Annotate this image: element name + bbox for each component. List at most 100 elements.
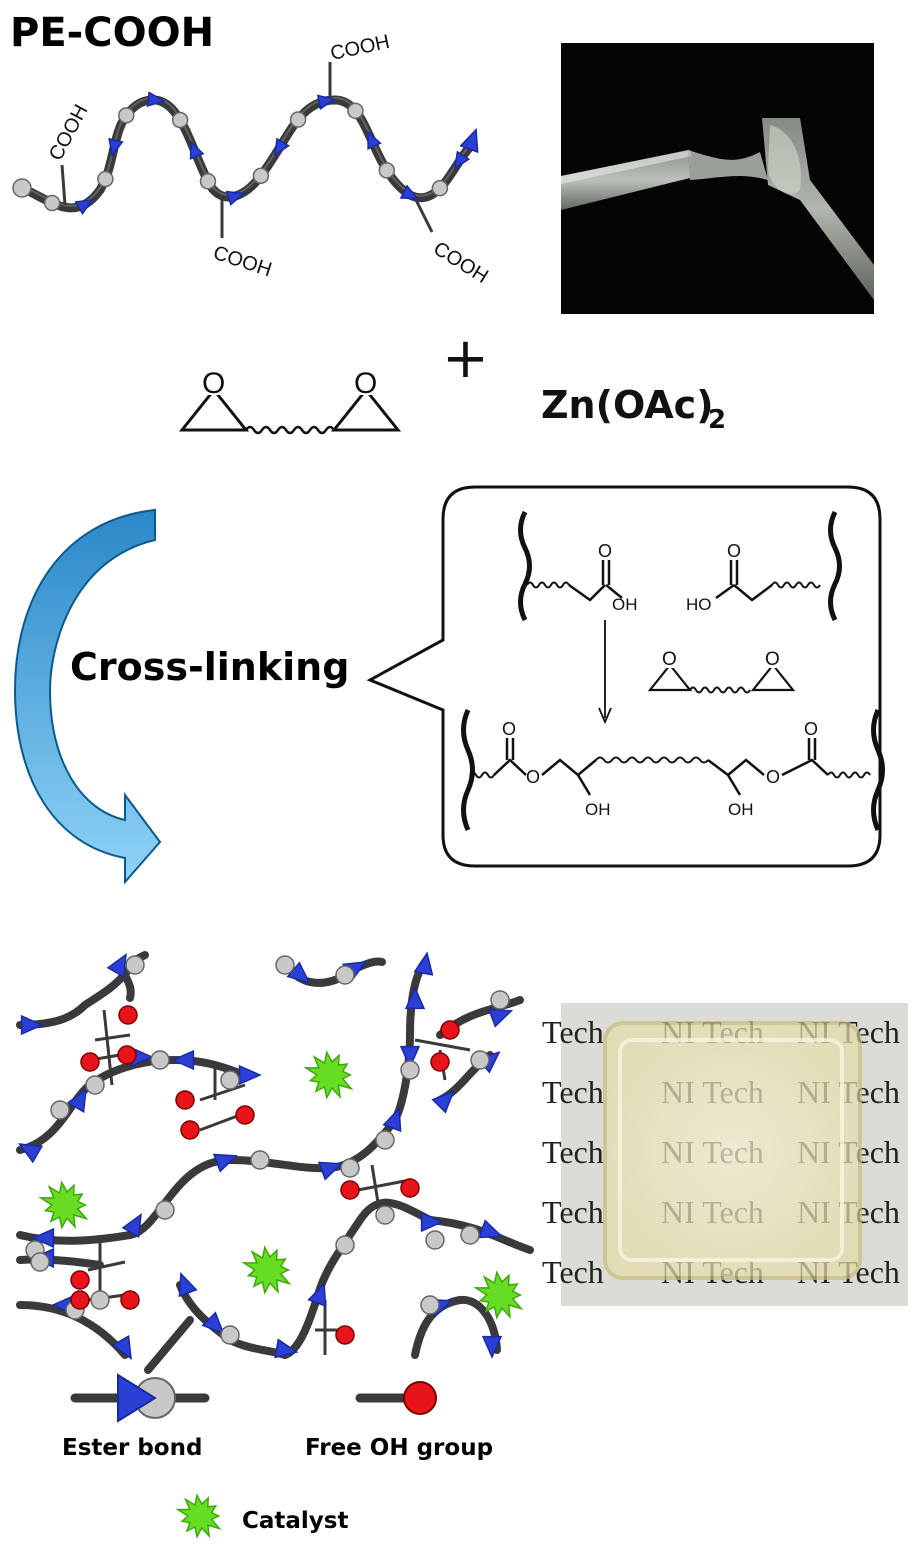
ester-bead	[90, 1290, 110, 1310]
ester-bead	[431, 179, 449, 197]
ester-arrowhead	[317, 1161, 344, 1181]
ester-bead	[220, 1070, 240, 1090]
free-oh-dot	[400, 1178, 420, 1198]
ester-bead	[150, 1050, 170, 1070]
ester-bead	[460, 1225, 480, 1245]
mech-oxygen: O	[727, 541, 741, 561]
epoxide-oxygen: O	[354, 367, 377, 400]
ester-arrowhead	[477, 1219, 504, 1239]
ester-bead	[171, 111, 189, 129]
photo-watermark-text: Tech	[542, 1254, 604, 1290]
ester-bead	[275, 955, 295, 975]
cooh-branch	[413, 197, 434, 233]
ester-arrowhead	[273, 137, 290, 157]
ester-arrowhead	[106, 952, 127, 979]
ester-arrowhead	[413, 951, 434, 976]
process-arrow	[13, 508, 162, 885]
ester-bead	[50, 1100, 70, 1120]
catalyst-burst	[473, 1270, 524, 1320]
mech-oxygen: O	[526, 767, 540, 787]
ester-bead	[125, 955, 145, 975]
ester-arrowhead	[189, 140, 205, 160]
ester-arrowhead	[274, 1338, 299, 1359]
ester-bead	[400, 1060, 420, 1080]
ester-arrowhead	[399, 1045, 421, 1069]
ester-bead	[220, 1325, 240, 1345]
ester-arrowhead	[382, 1106, 402, 1133]
free-oh-dot	[440, 1020, 460, 1040]
legend-oh-symbol	[355, 1381, 437, 1415]
catalyst-burst	[303, 1050, 354, 1100]
cooh-branch	[60, 164, 67, 206]
catalyst-burst-icon	[175, 1493, 222, 1539]
legend: Ester bond Free OH group Catalyst	[62, 1373, 493, 1539]
ester-arrowhead	[121, 1212, 142, 1239]
ester-arrowhead	[481, 1335, 503, 1359]
ester-arrowhead	[171, 1049, 195, 1071]
photo-watermark-text: Tech	[542, 1134, 604, 1170]
zn-oac-formula: Zn(OAc)	[541, 383, 714, 427]
photo-watermark-text: Tech	[542, 1194, 604, 1230]
ester-arrowhead	[453, 150, 471, 170]
ester-bead	[347, 102, 364, 120]
ester-bead	[43, 194, 61, 212]
ester-arrowhead	[201, 1311, 225, 1335]
network-free-oh-groups	[70, 1005, 460, 1345]
mech-oxygen: O	[662, 649, 677, 670]
ester-bead	[375, 1205, 395, 1225]
legend-oh-label: Free OH group	[305, 1435, 493, 1461]
legend-ester-label: Ester bond	[62, 1435, 202, 1461]
ester-bead	[118, 107, 135, 124]
cooh-label: COOH	[328, 31, 391, 65]
catalyst-burst	[38, 1180, 89, 1230]
free-oh-dot	[80, 1052, 100, 1072]
mech-oh: OH	[612, 595, 638, 614]
free-oh-dot	[118, 1005, 138, 1025]
polymer-title: PE-COOH	[10, 10, 214, 56]
ester-bead	[30, 1252, 50, 1272]
free-oh-dot	[180, 1120, 200, 1140]
ester-arrowhead	[459, 127, 479, 154]
ester-bead	[375, 1130, 395, 1150]
legend-catalyst-symbol	[175, 1493, 222, 1539]
ester-arrowhead	[225, 190, 246, 206]
network-ester-marks	[17, 951, 514, 1361]
mech-oxygen: O	[766, 767, 780, 787]
stretch-photo	[561, 43, 874, 314]
cooh-label: COOH	[45, 101, 93, 164]
free-oh-dot	[235, 1105, 255, 1125]
diepoxide-structure: O O	[178, 365, 402, 435]
cooh-label: COOH	[429, 238, 492, 288]
free-oh-dot	[120, 1290, 140, 1310]
ester-bead	[252, 167, 270, 184]
mech-oxygen: O	[765, 649, 780, 670]
catalyst-burst	[241, 1245, 292, 1295]
photo-watermark-text: Tech	[542, 1014, 604, 1050]
ester-bead	[340, 1158, 360, 1178]
chain-ester-marks	[12, 91, 479, 215]
legend-ester-symbol	[70, 1373, 210, 1423]
ester-arrowhead	[286, 961, 311, 984]
cooh-label: COOH	[210, 242, 274, 281]
ester-arrowhead	[316, 94, 337, 111]
legend-catalyst-label: Catalyst	[242, 1508, 348, 1534]
plus-sign: +	[442, 326, 489, 391]
free-oh-dot	[70, 1270, 90, 1290]
ester-arrowhead	[66, 1087, 87, 1114]
ester-bead	[97, 170, 114, 188]
ester-bead	[155, 1200, 175, 1220]
free-oh-dot	[70, 1290, 90, 1310]
ester-arrowhead	[420, 1211, 444, 1233]
chain-end-bead	[12, 178, 32, 198]
ester-arrowhead	[431, 1090, 455, 1114]
ester-arrowhead	[487, 1008, 514, 1028]
free-oh-dot	[117, 1045, 137, 1065]
ester-bead	[420, 1295, 440, 1315]
ester-arrowhead	[238, 1064, 262, 1086]
pe-cooh-chain	[17, 62, 477, 238]
mechanism-bubble: O OH HO O O O O O OH OH O	[366, 485, 885, 868]
ester-bead	[335, 1235, 355, 1255]
free-oh-dot	[335, 1325, 355, 1345]
film-photo: TechNI TechNI TechTechNI TechNI TechTech…	[542, 1003, 908, 1306]
ester-arrowhead	[178, 1271, 198, 1298]
